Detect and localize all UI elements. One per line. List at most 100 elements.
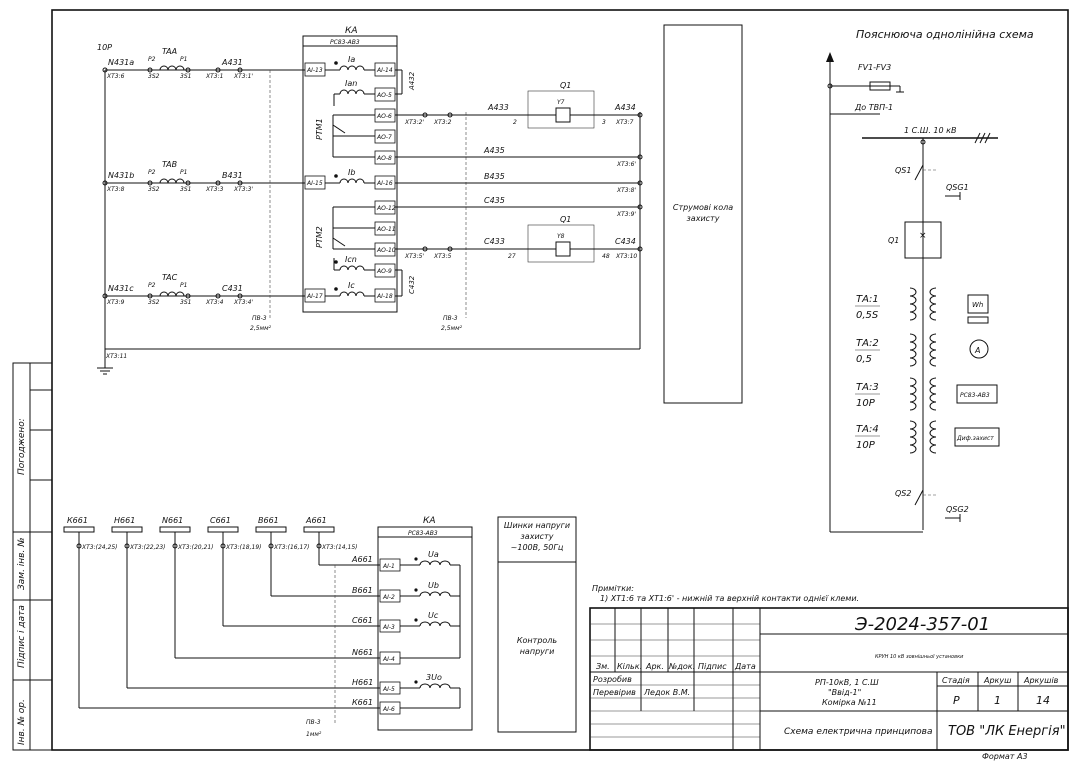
rtm2-label: РТМ2 (315, 226, 324, 248)
voltage-bus-label-2: захисту (521, 532, 554, 541)
col-ndok: №док. (668, 662, 695, 671)
ub-label: Ub (428, 581, 439, 590)
xt-label: XT3:5 (433, 253, 452, 260)
b661-bus: В661 (258, 516, 279, 525)
a435-label: A435 (483, 146, 505, 155)
xt-label: XT3:(18,19) (225, 544, 261, 551)
xt-label: XT3:8' (616, 187, 636, 194)
s2-label: 3S2 (148, 299, 160, 306)
label-inv-orig: Інв. № ор. (17, 699, 27, 745)
arkushiv-value: 14 (1036, 694, 1050, 707)
wire-n661: N661 (352, 648, 373, 657)
xt-label: XT3:(22,23) (129, 544, 165, 551)
wire-c661: С661 (352, 616, 373, 625)
ai-1-terminal: АІ-1 (382, 563, 395, 570)
voltage-control-box (497, 561, 577, 733)
object-line-3: Комірка №11 (822, 698, 877, 707)
a434-label: A434 (614, 103, 636, 112)
xt-label: XT3:1 (205, 73, 223, 80)
s2-label: 3S2 (148, 186, 160, 193)
ao-7-terminal: АО-7 (376, 134, 392, 141)
format-label: Формат А3 (982, 752, 1028, 761)
ta2-class: 0,5 (856, 354, 872, 365)
xt-label: XT3:(24,25) (81, 544, 117, 551)
col-data: Дата (734, 662, 756, 671)
wire-label: C431 (222, 284, 243, 293)
3uo-label: 3Uo (426, 673, 442, 682)
label-pidpys-data: Підпис і дата (17, 605, 27, 668)
cable2-size: 2,5мм² (441, 325, 463, 332)
xt-label: XT3:8 (106, 186, 125, 193)
xt-label: XT3:4 (205, 299, 224, 306)
ai-15-terminal: АІ-15 (306, 180, 323, 187)
voltage-control-label-2: напруги (520, 647, 555, 656)
taa-label: TAA (162, 47, 177, 56)
dif-protection-box: Диф.захист (956, 435, 994, 442)
ian-label: Ian (345, 79, 357, 88)
label-zam-inv: Зам. інв. № (17, 537, 27, 590)
xt-label: XT3:(16,17) (273, 544, 309, 551)
arkush-value: 1 (994, 694, 1001, 707)
perevirjv-label: Перевірив (593, 688, 636, 697)
col-kilk: Кільк. (617, 662, 642, 671)
b435-label: B435 (484, 172, 505, 181)
xt-label: XT3:(20,21) (177, 544, 213, 551)
p2-label: P2 (148, 282, 156, 289)
stadiia-label: Стадія (942, 676, 970, 685)
left-stamp-strip: Погоджено: Зам. інв. № Підпис і дата Інв… (12, 362, 53, 751)
h661-bus: Н661 (114, 516, 135, 525)
ta3-name: ТА:3 (856, 382, 879, 393)
pin-label: 27 (508, 253, 516, 260)
perevirjv-name: Ледок В.М. (643, 688, 690, 697)
cable2-label: ПВ-3 (443, 315, 458, 322)
phase-a-row: N431a TAA P2 P1 XT3:6 3S2 3S1 A431 XT3:1… (102, 47, 305, 80)
ai-14-terminal: АІ-14 (376, 67, 393, 74)
ai-5-terminal: АІ-5 (382, 686, 395, 693)
voltage-bus-label-3: ~100В, 50Гц (511, 543, 564, 552)
s1-label: 3S1 (180, 186, 191, 193)
wire-label: B431 (222, 171, 243, 180)
company-name: ТОВ "ЛК Енергія" (948, 724, 1066, 739)
n431c-label: N431c (108, 284, 134, 293)
k661-bus: К661 (67, 516, 88, 525)
phase-c-row: N431c TAC P2 P1 XT3:9 3S2 3S1 C431 XT3:4… (102, 273, 305, 306)
uc-label: Uc (428, 611, 439, 620)
current-circuits-box (663, 24, 743, 404)
col-ark: Арк. (645, 662, 664, 671)
xt-label: XT3:(14,15) (321, 544, 357, 551)
pin-label: 3 (602, 119, 606, 126)
n661-bus: N661 (162, 516, 183, 525)
cable-size: 1мм² (306, 731, 322, 738)
single-line-diagram: Пояснююча однолінійна схема FV1-FV3 До Т… (826, 28, 1034, 533)
ao-10-terminal: АО-10 (376, 247, 396, 254)
stadiia-value: Р (953, 694, 960, 707)
p1-label: P1 (180, 282, 187, 289)
ta-stack: ТА:1 0,5S Wh ТА:2 0,5 A ТА:3 10Р РС83-АВ… (855, 287, 1000, 454)
a433-label: A433 (487, 103, 509, 112)
rtm1-label: РТМ1 (315, 118, 324, 140)
y8-label: Y8 (557, 233, 565, 240)
ao-5-terminal: АО-5 (376, 92, 392, 99)
ka-top-type: РС83-АВ3 (330, 39, 360, 46)
ai-3-terminal: АІ-3 (382, 624, 395, 631)
rozrobyv-label: Розробив (593, 675, 632, 684)
q1-label: Q1 (560, 81, 571, 90)
ta1-class: 0,5S (856, 310, 879, 321)
ai-2-terminal: АІ-2 (382, 594, 395, 601)
s1-label: 3S1 (180, 299, 191, 306)
xt-label: XT3:3 (205, 186, 224, 193)
a661-bus: А661 (305, 516, 327, 525)
xt-label: XT3:6 (106, 73, 125, 80)
ta3-class: 10Р (856, 398, 876, 409)
ammeter: A (974, 346, 980, 355)
current-circuit: 10Р XT3:11 N431a TAA P2 P1 XT3:6 3S2 3S1… (97, 43, 641, 375)
xt-label: XT3:10 (615, 253, 637, 260)
ka-bottom-name: КА (423, 516, 436, 526)
ib-label: Ib (348, 168, 355, 177)
col-zm: Зм. (596, 662, 610, 671)
qsg1-label: QSG1 (946, 183, 969, 192)
ao-9-terminal: АО-9 (376, 268, 392, 275)
wire-a661: А661 (351, 555, 373, 564)
ai-4-terminal: АІ-4 (382, 656, 395, 663)
p2-label: P2 (148, 169, 156, 176)
